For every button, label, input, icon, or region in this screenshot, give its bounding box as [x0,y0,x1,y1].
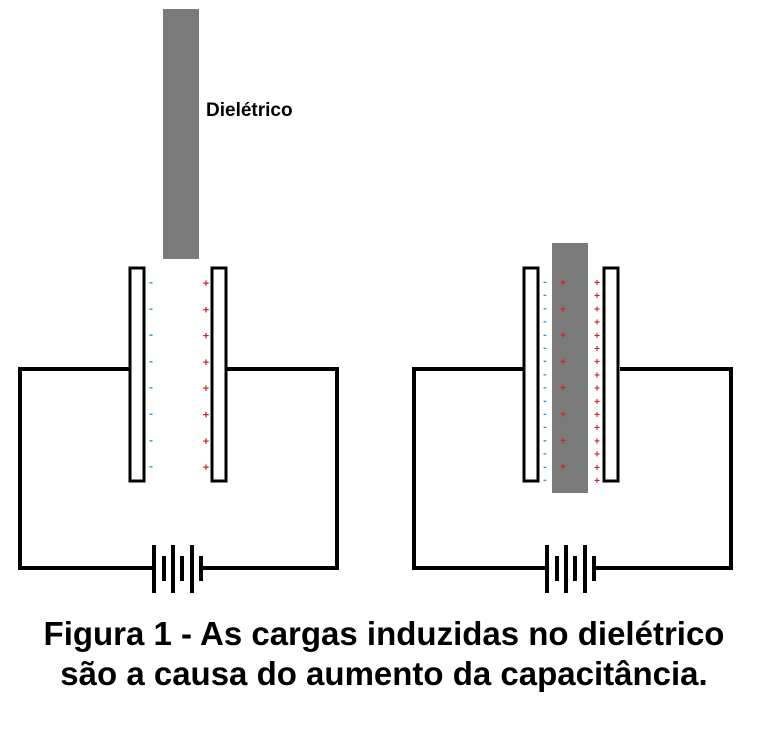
positive-charge: + [594,410,600,421]
positive-charge: + [594,397,600,408]
negative-charge: - [543,302,547,314]
induced-negative-charge: - [578,302,582,314]
dielectric-slab-outside [163,9,199,259]
positive-charge: + [594,463,600,474]
induced-negative-charge: - [578,329,582,341]
negative-charge: - [543,289,547,301]
negative-charge: - [149,459,153,473]
positive-charge: + [203,357,209,369]
right-circuit-wire-left [412,367,536,570]
negative-charge: - [149,328,153,342]
induced-positive-charge: + [560,462,566,473]
negative-charge: - [543,448,547,460]
positive-charge: + [203,331,209,343]
positive-charge: + [594,370,600,381]
induced-positive-charge: + [560,304,566,315]
positive-charge: + [594,304,600,315]
positive-charge: + [594,423,600,434]
dielectric-label: Dielétrico [206,100,293,121]
negative-charge: - [543,474,547,486]
negative-charge: - [149,433,153,447]
negative-charge: - [543,316,547,328]
induced-positive-charge: + [560,436,566,447]
negative-charge: - [149,275,153,289]
positive-charge: + [594,450,600,461]
negative-charge: - [543,461,547,473]
dielectric-induced-negative-charges: - - - - - - - - [578,276,582,472]
induced-negative-charge: - [578,408,582,420]
right-circuit-wire-right [603,367,733,570]
dielectric-slab-inserted [552,243,588,493]
negative-charge: - [543,329,547,341]
figure-caption-line-1: Figura 1 - As cargas induzidas no dielét… [43,615,725,652]
positive-charge: + [203,410,209,422]
right-circuit: ---------------- ++++++++++++++++ ++++++… [412,243,733,593]
capacitor-diagram: Dielétrico -------- ++++++++ -----------… [18,9,733,593]
left-plate-positive-charges: + + + + + + + + [203,278,209,474]
positive-charge: + [594,476,600,487]
induced-positive-charge: + [560,331,566,342]
positive-charge: + [203,462,209,474]
right-plate-negative-charges: ---------------- [543,276,547,486]
negative-charge: - [149,407,153,421]
induced-negative-charge: - [578,434,582,446]
left-plate-negative-charges: - - - - - - - - [149,275,153,473]
induced-negative-charge: - [578,460,582,472]
right-plate-positive-charges: + + + + + + + + + + + + + + + + [594,278,600,487]
right-capacitor-plate-negative [522,266,540,483]
positive-charge: + [594,331,600,342]
positive-charge: + [203,304,209,316]
positive-charge: + [594,357,600,368]
negative-charge: - [543,342,547,354]
positive-charge: + [594,436,600,447]
positive-charge: + [203,383,209,395]
left-capacitor-plate-negative [128,266,146,483]
left-circuit-wire-right [210,367,339,570]
dielectric-induced-positive-charges: + + + + + + + + [560,278,566,473]
negative-charge: - [149,301,153,315]
negative-charge: - [543,395,547,407]
right-capacitor-plate-positive [602,266,620,483]
positive-charge: + [594,384,600,395]
left-circuit-wire-left [18,367,141,570]
negative-charge: - [543,408,547,420]
negative-charge: - [149,380,153,394]
positive-charge: + [203,278,209,290]
negative-charge: - [543,421,547,433]
positive-charge: + [594,278,600,289]
induced-negative-charge: - [578,276,582,288]
left-circuit: - - - - - - - - + + + + + + + + [18,266,339,593]
induced-positive-charge: + [560,410,566,421]
induced-positive-charge: + [560,383,566,394]
negative-charge: - [543,382,547,394]
induced-negative-charge: - [578,355,582,367]
negative-charge: - [543,368,547,380]
left-battery [141,545,210,593]
induced-negative-charge: - [578,381,582,393]
induced-positive-charge: + [560,278,566,289]
figure-caption-line-2: são a causa do aumento da capacitância. [60,655,708,692]
left-capacitor-plate-positive [210,266,228,483]
positive-charge: + [594,291,600,302]
positive-charge: + [203,436,209,448]
positive-charge: + [594,344,600,355]
negative-charge: - [543,355,547,367]
positive-charge: + [594,318,600,329]
right-battery [536,545,603,593]
induced-positive-charge: + [560,357,566,368]
negative-charge: - [543,434,547,446]
negative-charge: - [543,276,547,288]
negative-charge: - [149,354,153,368]
